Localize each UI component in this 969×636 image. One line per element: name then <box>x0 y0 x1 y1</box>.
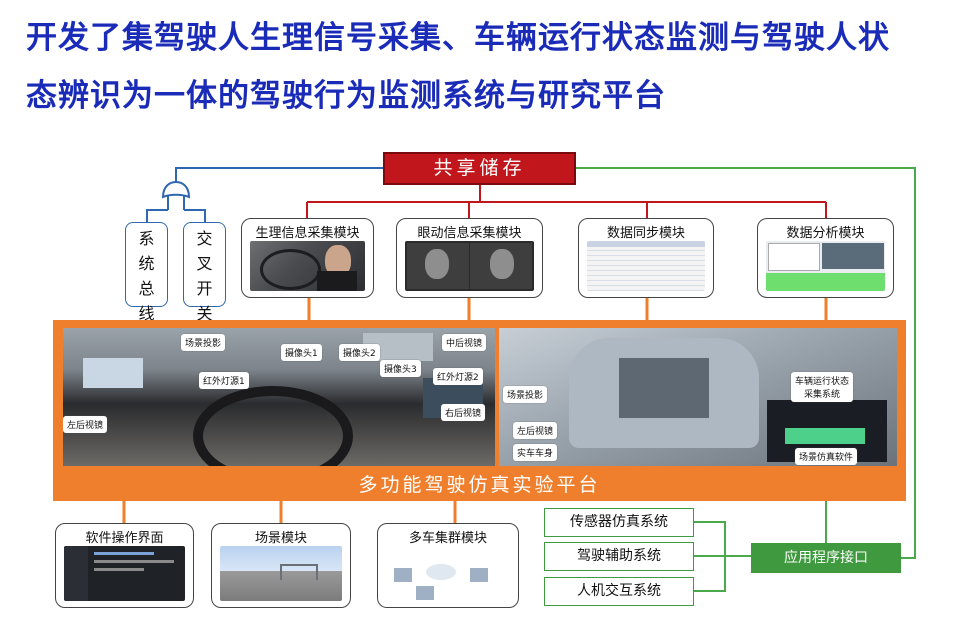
label-tag: 场景投影 <box>181 334 226 351</box>
api-box: 应用程序接口 <box>751 543 901 573</box>
system-bus-char: 系 <box>138 229 155 248</box>
module-label: 数据分析模块 <box>786 226 865 241</box>
sensor-simulation-system: 传感器仿真系统 <box>544 508 694 537</box>
cockpit-photo: 场景投影 摄像头1 摄像头2 中后视镜 红外灯源1 摄像头3 红外灯源2 左后视… <box>63 328 495 466</box>
title-line-1: 开发了集驾驶人生理信号采集、车辆运行状态监测与驾驶人状 <box>26 20 890 56</box>
driver-assist-system: 驾驶辅助系统 <box>544 542 694 571</box>
data-table-screenshot <box>587 241 705 291</box>
label-tag: 左后视镜 <box>63 416 108 433</box>
cross-switch-char: 关 <box>196 304 213 323</box>
cross-switch-char: 交 <box>196 229 213 248</box>
vehicle-photo: 场景投影 左后视镜 实车车身 车辆运行状态 采集系统 场景仿真软件 <box>499 328 897 466</box>
label-tag: 红外灯源2 <box>433 368 483 385</box>
module-label: 数据同步模块 <box>606 226 685 241</box>
label-tag: 中后视镜 <box>442 334 487 351</box>
label-tag: 红外灯源1 <box>199 372 249 389</box>
eye-camera-photo <box>405 241 534 291</box>
label-tag: 摄像头1 <box>281 344 322 361</box>
system-bus-char: 统 <box>138 254 155 273</box>
label-tag: 实车车身 <box>513 444 558 461</box>
module-label: 生理信息采集模块 <box>255 226 360 241</box>
system-bus-box: 系 统 总 线 <box>125 222 168 323</box>
software-screenshot <box>64 546 185 601</box>
label-tag: 摄像头3 <box>380 360 421 377</box>
label-tag: 摄像头2 <box>339 344 380 361</box>
cross-switch-char: 叉 <box>196 254 213 273</box>
platform-title: 多功能驾驶仿真实验平台 <box>358 474 601 496</box>
label-tag: 车辆运行状态 采集系统 <box>791 372 854 402</box>
analysis-screenshot <box>766 241 885 291</box>
system-bus-char: 线 <box>138 304 155 323</box>
network-diagram <box>386 546 510 601</box>
cross-switch-box: 交 叉 开 关 <box>183 222 226 323</box>
label-tag: 左后视镜 <box>513 422 558 439</box>
software-ui-module: 软件操作界面 <box>55 523 194 608</box>
label-tag: 右后视镜 <box>441 404 486 421</box>
module-label: 眼动信息采集模块 <box>417 226 522 241</box>
system-bus-char: 总 <box>138 279 155 298</box>
road-scene-image <box>220 546 342 601</box>
eye-tracking-module: 眼动信息采集模块 <box>396 218 543 298</box>
data-sync-module: 数据同步模块 <box>578 218 714 298</box>
label-tag: 场景仿真软件 <box>795 448 858 465</box>
data-analysis-module: 数据分析模块 <box>757 218 894 298</box>
title-line-2: 态辨识为一体的驾驶行为监测系统与研究平台 <box>26 78 666 114</box>
multi-vehicle-module: 多车集群模块 <box>377 523 519 608</box>
shared-storage: 共享储存 <box>383 152 576 185</box>
module-label: 多车集群模块 <box>408 531 487 546</box>
scene-module: 场景模块 <box>211 523 351 608</box>
module-label: 软件操作界面 <box>85 531 164 546</box>
driver-photo <box>250 241 365 291</box>
label-tag: 场景投影 <box>503 386 548 403</box>
cross-switch-char: 开 <box>196 279 213 298</box>
simulation-platform: 场景投影 摄像头1 摄像头2 中后视镜 红外灯源1 摄像头3 红外灯源2 左后视… <box>53 320 906 501</box>
module-label: 场景模块 <box>254 531 307 546</box>
physiological-module: 生理信息采集模块 <box>241 218 374 298</box>
hmi-system: 人机交互系统 <box>544 577 694 606</box>
